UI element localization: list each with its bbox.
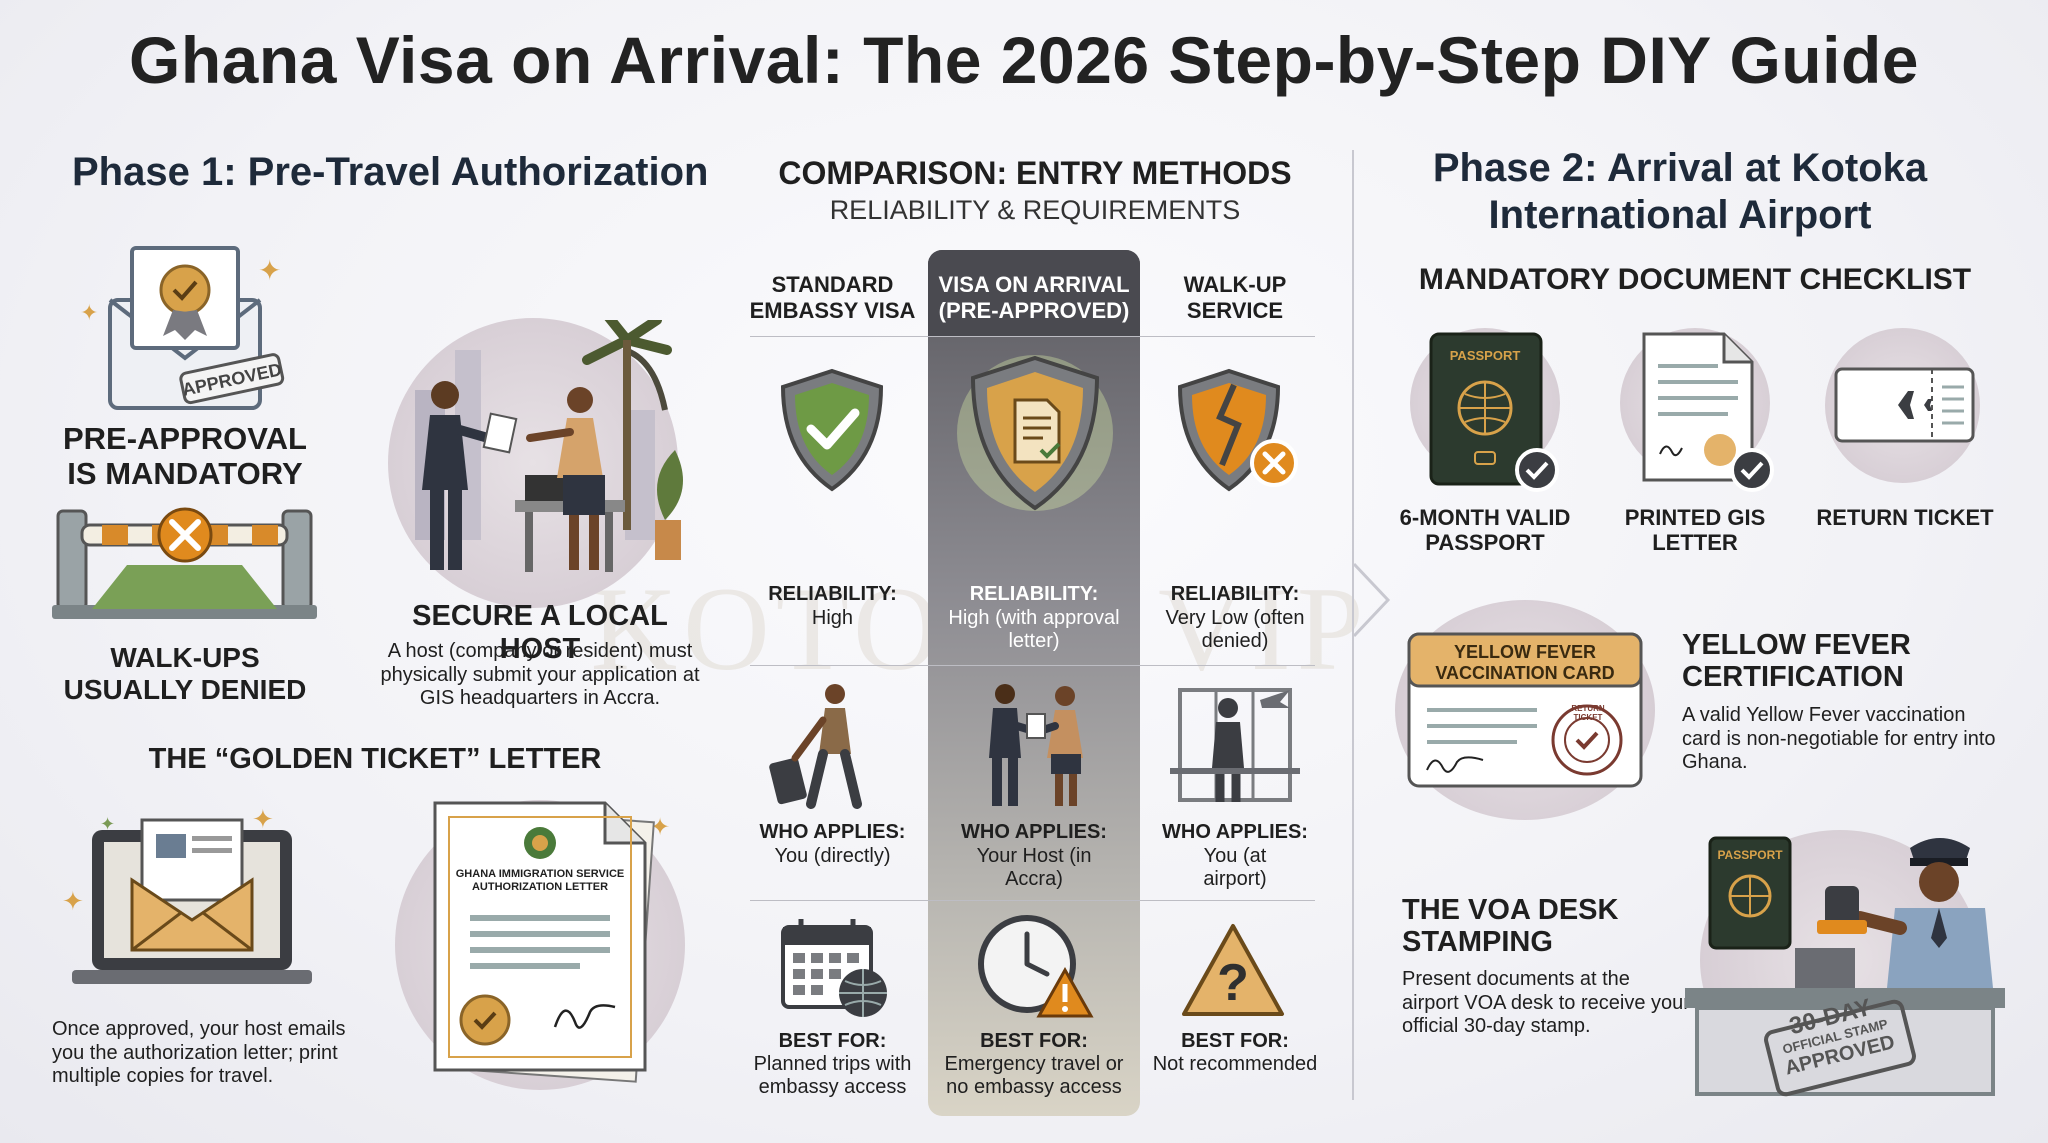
walkups-denied-caption: WALK-UPS USUALLY DENIED [63,642,307,706]
best-label-walkup: BEST FOR: [1181,1030,1289,1052]
svg-text:✦: ✦ [252,804,274,834]
passport-check-icon: PASSPORT [1429,332,1559,492]
question-warning-icon: ? [1182,924,1284,1016]
svg-text:✦: ✦ [80,300,98,325]
green-shield-check-icon [780,368,884,492]
phase1-title: Phase 1: Pre-Travel Authorization [72,150,709,194]
gis-letter-check-icon [1642,332,1774,492]
svg-text:✦: ✦ [100,814,115,834]
approved-envelope-icon: ✦ ✦ APPROVED [80,246,285,410]
letter-title: GHANA IMMIGRATION SERVICE AUTHORIZATION … [455,868,625,894]
reliability-label-embassy: RELIABILITY: [768,583,897,605]
best-value-embassy: Planned trips with embassy access [753,1053,912,1098]
comparison-title: COMPARISON: ENTRY METHODS [778,155,1292,191]
yellow-fever-heading: YELLOW FEVER CERTIFICATION [1682,629,1911,693]
reliability-label-walkup: RELIABILITY: [1170,583,1300,605]
yellow-fever-text: A valid Yellow Fever vaccination card is… [1682,704,1996,774]
who-label-walkup: WHO APPLIES: [1162,821,1308,843]
column-head-voa: VISA ON ARRIVAL (PRE-APPROVED) [938,272,1130,323]
clock-warning-icon [978,915,1094,1018]
voa-desk-text: Present documents at the airport VOA des… [1402,968,1690,1038]
best-value-walkup: Not recommended [1152,1053,1318,1075]
svg-text:✦: ✦ [650,814,670,841]
section-divider [1352,150,1354,1100]
column-head-embassy: STANDARD EMBASSY VISA [749,272,916,323]
calendar-globe-icon [781,919,887,1017]
who-value-walkup: You (at airport) [1203,845,1267,890]
best-label-voa: BEST FOR: [980,1030,1088,1052]
immigration-officer-desk-illustration [1685,836,2005,1097]
host-text: A host (company or resident) must physic… [380,640,700,710]
yellow-fever-card-icon [1407,632,1643,788]
svg-text:✦: ✦ [62,886,84,916]
gold-shield-document-icon [957,355,1113,511]
reliability-value-embassy: High [811,607,854,629]
best-value-voa: Emergency travel or no embassy access [944,1053,1124,1098]
airport-window-person-icon [1170,688,1300,802]
reliability-value-voa: High (with approval letter) [948,607,1120,652]
golden-ticket-heading: THE “GOLDEN TICKET” LETTER [148,743,602,775]
checklist-label-gis-letter: PRINTED GIS LETTER [1624,505,1766,556]
phase2-title: Phase 2: Arrival at Kotoka International… [1432,146,1928,238]
plane-ticket-icon [1834,367,1975,443]
page-title: Ghana Visa on Arrival: The 2026 Step-by-… [129,23,1919,97]
chevron-right-icon [1352,562,1391,638]
checklist-label-return-ticket: RETURN TICKET [1816,505,1994,530]
svg-text:?: ? [1217,954,1249,1012]
row-divider-1 [750,665,1315,666]
column-head-walkup: WALK-UP SERVICE [1183,272,1287,323]
best-label-embassy: BEST FOR: [778,1030,887,1052]
who-label-embassy: WHO APPLIES: [759,821,906,843]
row-divider-2 [750,900,1315,901]
host-meeting-illustration [415,320,683,572]
broken-shield-x-icon [1177,368,1298,492]
checklist-label-passport: 6-MONTH VALID PASSPORT [1399,505,1571,556]
traveler-luggage-icon [769,684,862,809]
reliability-value-walkup: Very Low (often denied) [1165,607,1305,652]
who-value-voa: Your Host (in Accra) [976,845,1092,890]
pre-approval-heading: PRE-APPROVAL IS MANDATORY [62,421,307,491]
laptop-envelope-icon: ✦ ✦ ✦ [62,804,312,984]
golden-ticket-text: Once approved, your host emails you the … [52,1018,346,1088]
reliability-label-voa: RELIABILITY: [969,583,1099,605]
desk-passport-text: PASSPORT [1717,848,1783,862]
voa-desk-heading: THE VOA DESK STAMPING [1402,894,1619,958]
voa-column-header-bg [928,250,1140,336]
passport-text: PASSPORT [1450,348,1521,363]
host-heading: SECURE A LOCAL HOST [412,600,668,665]
yellow-fever-card-stamp: RETURN TICKET [1571,704,1605,722]
who-label-voa: WHO APPLIES: [961,821,1107,843]
road-barrier-icon [52,507,317,619]
svg-text:✦: ✦ [258,255,281,286]
yellow-fever-card-title: YELLOW FEVER VACCINATION CARD [1435,642,1615,683]
checklist-title: MANDATORY DOCUMENT CHECKLIST [1418,263,1972,296]
authorization-letter-icon: ✦ [433,801,670,1083]
header-divider [750,336,1315,337]
comparison-subtitle: RELIABILITY & REQUIREMENTS [829,195,1241,225]
who-value-embassy: You (directly) [774,845,891,867]
handshake-people-icon [989,684,1083,806]
